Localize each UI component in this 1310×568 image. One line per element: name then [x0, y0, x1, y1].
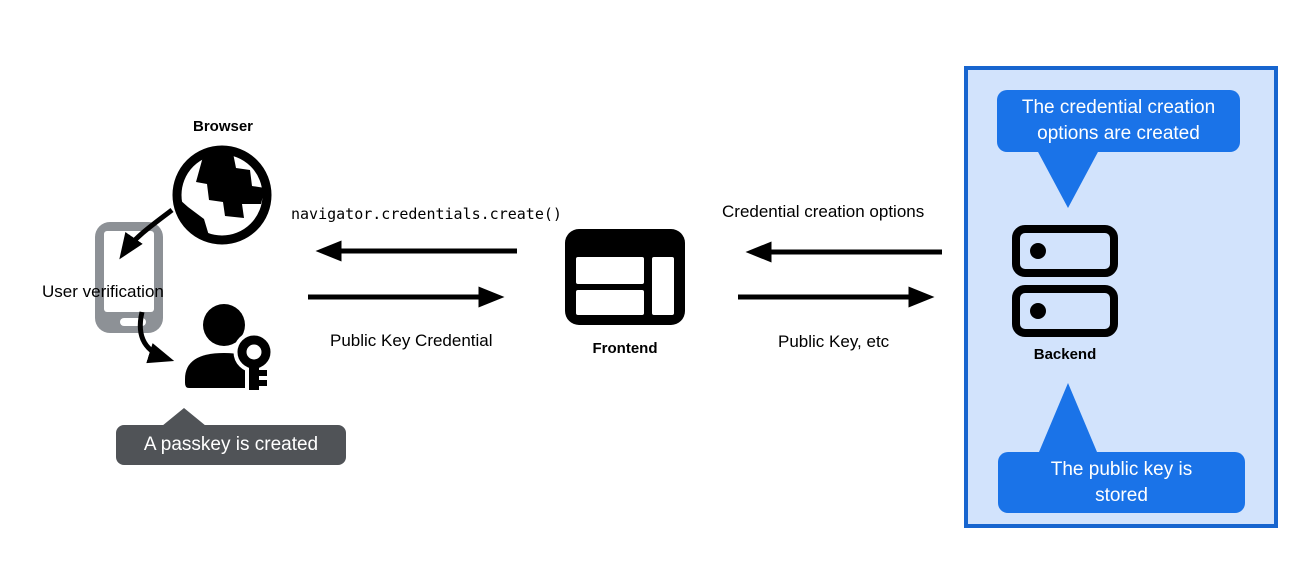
browser-label: Browser [192, 118, 254, 135]
navigator-credentials-create-label: navigator.credentials.create() [291, 205, 562, 223]
user-with-key-icon [185, 304, 275, 391]
backend-container-box: The credential creation options are crea… [964, 66, 1278, 528]
passkey-tooltip-pointer [162, 408, 206, 426]
public-key-stored-tooltip-pointer [1039, 383, 1097, 452]
user-verification-label: User verification [42, 282, 164, 301]
creation-options-tooltip-pointer [1037, 150, 1099, 208]
backend-label: Backend [1033, 346, 1097, 363]
frontend-label: Frontend [592, 340, 658, 357]
credential-creation-options-label: Credential creation options [722, 202, 925, 221]
public-key-stored-tooltip: The public key is stored [998, 452, 1245, 513]
public-key-credential-label: Public Key Credential [330, 331, 493, 350]
public-key-etc-label: Public Key, etc [778, 332, 890, 351]
browser-window-frontend-icon [565, 229, 685, 325]
passkey-created-tooltip: A passkey is created [116, 425, 346, 465]
creation-options-tooltip: The credential creation options are crea… [997, 90, 1240, 152]
phone-icon [95, 222, 163, 333]
globe-browser-icon [172, 145, 272, 245]
server-backend-icon [1012, 225, 1118, 337]
